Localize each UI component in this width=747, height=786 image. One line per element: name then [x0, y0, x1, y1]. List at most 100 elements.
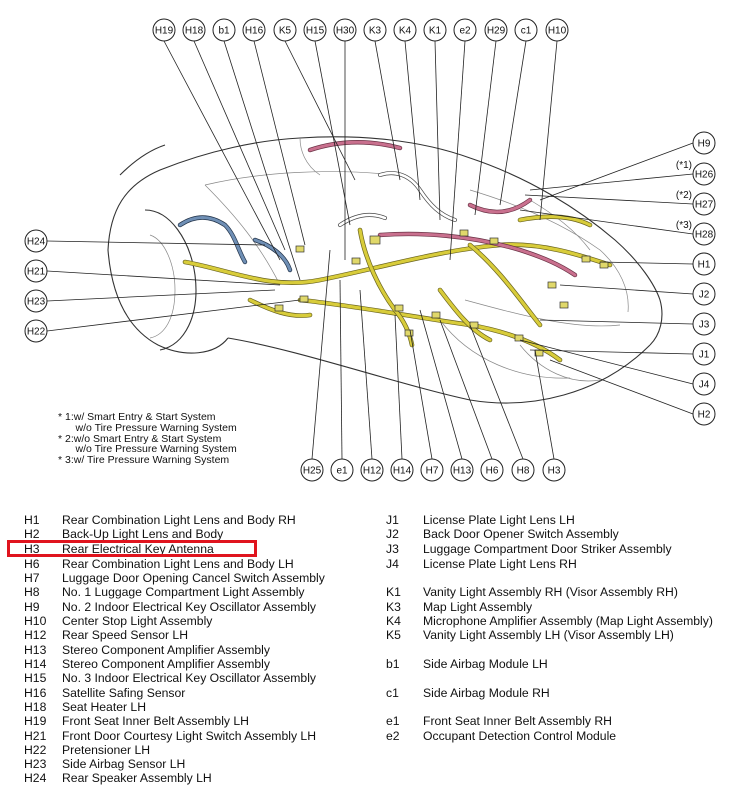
legend-description: Side Airbag Sensor LH [62, 757, 186, 771]
callout-text: K5 [279, 26, 292, 37]
legend-description: Rear Speed Sensor LH [62, 628, 189, 642]
callout-e2: e2 [453, 18, 477, 42]
callout-text: H10 [548, 26, 567, 37]
legend-description: Occupant Detection Control Module [423, 729, 617, 743]
callout-note: (*1) [676, 160, 692, 171]
legend-description: Rear Combination Light Lens and Body RH [62, 513, 296, 527]
callout-text: b1 [218, 26, 230, 37]
leader-line [439, 319, 493, 460]
legend-description: Rear Combination Light Lens and Body LH [62, 557, 294, 571]
legend-code: H12 [24, 628, 47, 642]
note-line: * 2:w/o Smart Entry & Start System [58, 432, 222, 445]
callout-text: H29 [487, 26, 506, 37]
callout-k1: K1 [423, 18, 447, 42]
leader-line [549, 359, 694, 415]
legend-code: H16 [24, 686, 47, 700]
callout-text: c1 [521, 26, 532, 37]
callout-circle [692, 342, 716, 366]
callout-text: H22 [27, 327, 46, 338]
callout-h12: H12 [360, 458, 384, 482]
callout-circle [273, 18, 297, 42]
callout-circle [24, 319, 48, 343]
callout-h15: H15 [303, 18, 327, 42]
callout-circle [152, 18, 176, 42]
legend-description: Luggage Compartment Door Striker Assembl… [423, 542, 672, 556]
callout-h14: H14 [390, 458, 414, 482]
callout-circle [420, 458, 444, 482]
callout-text: K3 [369, 26, 382, 37]
legend-code: K1 [386, 585, 401, 599]
leader-line [449, 40, 466, 261]
callout-text: H13 [453, 466, 472, 477]
legend-code: J3 [386, 542, 399, 556]
legend-description: Stereo Component Amplifier Assembly [62, 657, 270, 671]
note-line: * 1:w/ Smart Entry & Start System [58, 411, 216, 423]
leader-line [359, 289, 373, 460]
callout-h8: H8 [511, 458, 535, 482]
leader-line [46, 299, 301, 332]
callout-k5: K5 [273, 18, 297, 42]
legend-code: H7 [24, 571, 40, 585]
callout-circle [24, 289, 48, 313]
callout-h6: H6 [480, 458, 504, 482]
callout-h3: H3 [542, 458, 566, 482]
callout-note: (*3) [676, 220, 692, 231]
callout-h9: H9 [692, 131, 716, 155]
callout-circle [303, 18, 327, 42]
callout-text: H26 [695, 170, 714, 181]
legend-code: H13 [24, 643, 47, 657]
legend-code: K5 [386, 628, 401, 642]
legend-description: Side Airbag Module LH [423, 657, 548, 671]
callout-j1: J1 [692, 342, 716, 366]
callout-text: H24 [27, 237, 46, 248]
legend-code: H2 [24, 527, 40, 541]
legend-code: H8 [24, 585, 40, 599]
leader-line [46, 270, 281, 286]
legend-code: H10 [24, 614, 47, 628]
legend-description: Rear Electrical Key Antenna [62, 542, 214, 556]
callout-h22: H22 [24, 319, 48, 343]
callout-h7: H7 [420, 458, 444, 482]
leader-line [539, 319, 694, 325]
callout-circle [514, 18, 538, 42]
callout-text: H27 [695, 200, 714, 211]
callout-text: H8 [517, 466, 530, 477]
callout-j4: J4 [692, 372, 716, 396]
legend-description: License Plate Light Lens RH [423, 557, 577, 571]
callout-circle [692, 282, 716, 306]
legend-description: Satellite Safing Sensor [62, 686, 186, 700]
legend-description: No. 3 Indoor Electrical Key Oscillator A… [62, 671, 317, 685]
callout-circle [393, 18, 417, 42]
callout-text: H12 [363, 466, 382, 477]
callout-circle [390, 458, 414, 482]
legend-description: Back-Up Light Lens and Body [62, 527, 224, 541]
leader-lines [46, 40, 694, 460]
leader-line [394, 314, 403, 460]
leader-line [163, 40, 281, 261]
callout-h30: H30 [333, 18, 357, 42]
callout-circle [423, 18, 447, 42]
leader-line [253, 40, 306, 246]
leader-line [314, 40, 351, 226]
callout-circle [511, 458, 535, 482]
callout-circle [542, 458, 566, 482]
legend-code: c1 [386, 686, 399, 700]
legend-description: Vanity Light Assembly LH (Visor Assembly… [423, 628, 674, 642]
legend-code: e1 [386, 714, 400, 728]
note-line: * 3:w/ Tire Pressure Warning System [58, 454, 230, 467]
legend-description: Front Seat Inner Belt Assembly LH [62, 714, 249, 728]
callout-text: H21 [27, 267, 46, 278]
callout-text: J1 [699, 350, 710, 361]
callout-circle [692, 192, 716, 216]
wire-harnesses [177, 140, 613, 363]
callout-text: H28 [695, 230, 714, 241]
connectors [274, 229, 609, 357]
legend-code: H3 [24, 542, 40, 556]
leader-line [223, 40, 301, 281]
legend-description: Pretensioner LH [62, 743, 151, 757]
leader-line [404, 40, 421, 201]
callout-circle [692, 222, 716, 246]
callout-text: H18 [185, 26, 204, 37]
